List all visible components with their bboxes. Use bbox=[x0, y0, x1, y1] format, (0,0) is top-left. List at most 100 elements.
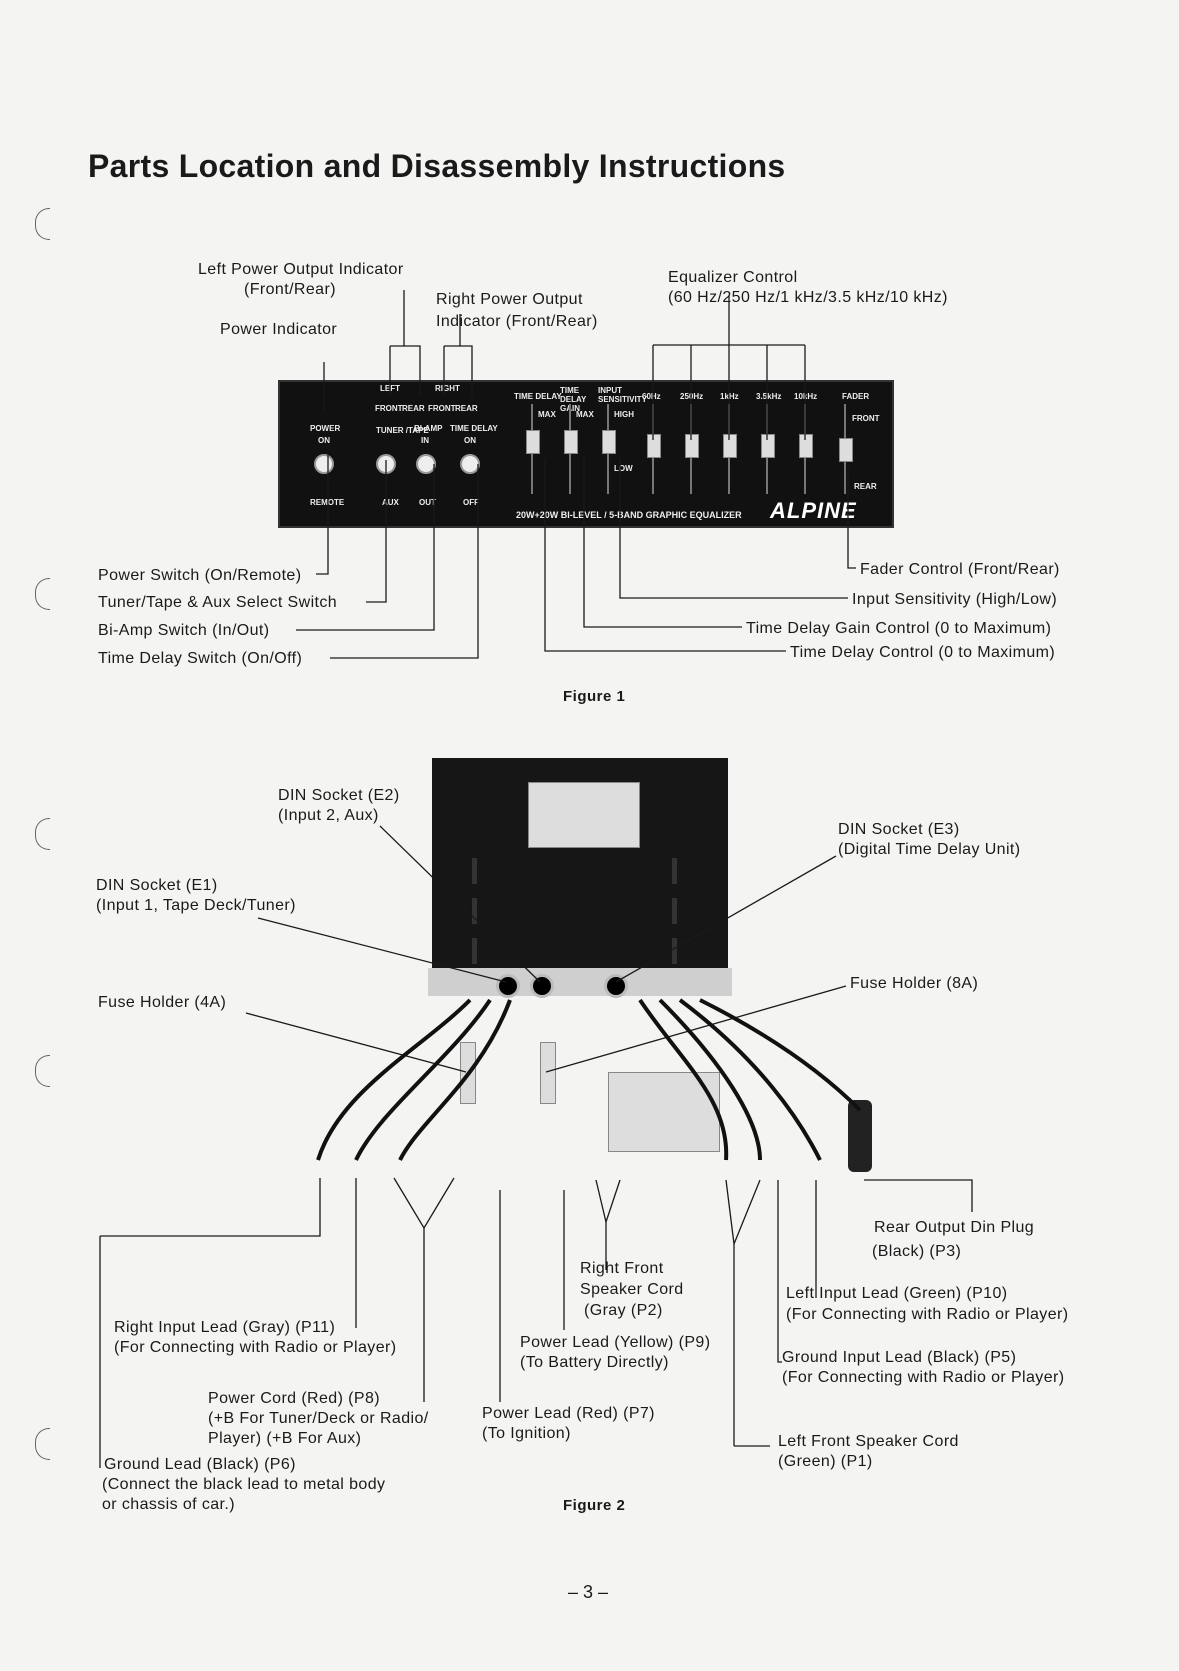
panel-label-power: POWER bbox=[310, 424, 341, 433]
label-ground-lead-3: or chassis of car.) bbox=[102, 1496, 235, 1513]
label-left-input-sub: (For Connecting with Radio or Player) bbox=[786, 1306, 1069, 1323]
input-sensitivity-switch[interactable] bbox=[602, 430, 616, 454]
label-din-e3-sub: (Digital Time Delay Unit) bbox=[838, 841, 1021, 858]
label-right-power-output: Right Power Output bbox=[436, 291, 583, 308]
label-left-input: Left Input Lead (Green) (P10) bbox=[786, 1285, 1008, 1302]
vent-slot bbox=[472, 858, 477, 884]
panel-label-in: IN bbox=[421, 436, 429, 445]
label-rear-output-sub: (Black) (P3) bbox=[872, 1243, 962, 1260]
eq-slider-60hz[interactable] bbox=[647, 434, 661, 458]
label-right-front-speaker-3: (Gray (P2) bbox=[584, 1302, 663, 1319]
panel-label-remote: REMOTE bbox=[310, 498, 345, 507]
panel-label-low: LOW bbox=[614, 464, 633, 473]
label-tuner-tape-switch: Tuner/Tape & Aux Select Switch bbox=[98, 594, 338, 611]
eq-slider-1khz[interactable] bbox=[723, 434, 737, 458]
panel-label-rear: REAR bbox=[455, 404, 478, 413]
time-delay-switch-knob[interactable] bbox=[460, 454, 480, 474]
panel-label-input-sens: INPUT SENSITIVITY bbox=[598, 386, 647, 404]
figure-2-caption: Figure 2 bbox=[563, 1497, 626, 1514]
panel-label-max: MAX bbox=[576, 410, 594, 419]
power-switch-knob[interactable] bbox=[314, 454, 334, 474]
label-ground-lead-2: (Connect the black lead to metal body bbox=[102, 1476, 386, 1493]
panel-label-td: TIME DELAY bbox=[514, 392, 562, 401]
label-power-cord: Power Cord (Red) (P8) bbox=[208, 1390, 381, 1407]
label-ground-input: Ground Input Lead (Black) (P5) bbox=[782, 1349, 1017, 1366]
page-number: – 3 – bbox=[568, 1582, 609, 1602]
panel-label-fader-rear: REAR bbox=[854, 482, 877, 491]
label-right-front-speaker: Right Front bbox=[580, 1260, 664, 1277]
time-delay-gain-slider[interactable] bbox=[564, 430, 578, 454]
label-fuse-4a: Fuse Holder (4A) bbox=[98, 994, 227, 1011]
label-power-lead-red: Power Lead (Red) (P7) bbox=[482, 1405, 655, 1422]
label-time-delay-gain: Time Delay Gain Control (0 to Maximum) bbox=[746, 620, 1052, 637]
bi-amp-switch-knob[interactable] bbox=[416, 454, 436, 474]
panel-label-bi-amp: BI-AMP bbox=[414, 424, 443, 433]
vent-slot bbox=[472, 938, 477, 964]
alpine-logo: ALPINE bbox=[770, 498, 857, 523]
panel-label-rear: REAR bbox=[402, 404, 425, 413]
label-power-lead-yellow-sub: (To Battery Directly) bbox=[520, 1354, 669, 1371]
vent-slot bbox=[472, 898, 477, 924]
panel-label-out: OUT bbox=[419, 498, 436, 507]
label-right-front-speaker-2: Speaker Cord bbox=[580, 1281, 684, 1298]
din-socket-e2[interactable] bbox=[530, 974, 554, 998]
label-left-power-output: Left Power Output Indicator bbox=[198, 261, 404, 278]
label-equalizer-control-sub: (60 Hz/250 Hz/1 kHz/3.5 kHz/10 kHz) bbox=[668, 289, 948, 306]
panel-model-text: 20W+20W BI-LEVEL / 5-BAND GRAPHIC EQUALI… bbox=[516, 510, 742, 520]
time-delay-slider[interactable] bbox=[526, 430, 540, 454]
label-power-switch: Power Switch (On/Remote) bbox=[98, 567, 302, 584]
label-bi-amp-switch: Bi-Amp Switch (In/Out) bbox=[98, 622, 270, 639]
label-right-input: Right Input Lead (Gray) (P11) bbox=[114, 1319, 336, 1336]
label-ground-lead: Ground Lead (Black) (P6) bbox=[104, 1456, 296, 1473]
din-socket-e1[interactable] bbox=[496, 974, 520, 998]
panel-label-fader-front: FRONT bbox=[852, 414, 880, 423]
amplifier-front-plate bbox=[428, 968, 732, 996]
label-din-e3: DIN Socket (E3) bbox=[838, 821, 960, 838]
label-din-e2: DIN Socket (E2) bbox=[278, 787, 400, 804]
panel-label-high: HIGH bbox=[614, 410, 634, 419]
panel-label-on: ON bbox=[464, 436, 476, 445]
label-fader-control: Fader Control (Front/Rear) bbox=[860, 561, 1060, 578]
label-right-power-output-sub: Indicator (Front/Rear) bbox=[436, 313, 598, 330]
label-time-delay-control: Time Delay Control (0 to Maximum) bbox=[790, 644, 1056, 661]
panel-label-off: OFF bbox=[463, 498, 479, 507]
eq-slider-250hz[interactable] bbox=[685, 434, 699, 458]
equalizer-front-panel: POWER ON REMOTE LEFT RIGHT FRONT REAR FR… bbox=[278, 380, 894, 528]
label-power-indicator: Power Indicator bbox=[220, 321, 338, 338]
figure-1-caption: Figure 1 bbox=[563, 688, 626, 705]
panel-label-eq-35k: 3.5kHz bbox=[756, 392, 782, 401]
vent-slot bbox=[672, 858, 677, 884]
label-din-e1: DIN Socket (E1) bbox=[96, 877, 218, 894]
vent-slot bbox=[672, 938, 677, 964]
panel-label-on: ON bbox=[318, 436, 330, 445]
label-din-e1-sub: (Input 1, Tape Deck/Tuner) bbox=[96, 897, 296, 914]
label-equalizer-control: Equalizer Control bbox=[668, 269, 798, 286]
label-rear-output: Rear Output Din Plug bbox=[874, 1219, 1035, 1236]
label-power-cord-2: (+B For Tuner/Deck or Radio/ bbox=[208, 1410, 429, 1427]
label-left-front-speaker-sub: (Green) (P1) bbox=[778, 1453, 873, 1470]
label-power-cord-3: Player) (+B For Aux) bbox=[208, 1430, 362, 1447]
label-fuse-8a: Fuse Holder (8A) bbox=[850, 975, 979, 992]
panel-label-right: RIGHT bbox=[435, 384, 460, 393]
label-right-input-sub: (For Connecting with Radio or Player) bbox=[114, 1339, 397, 1356]
page-title: Parts Location and Disassembly Instructi… bbox=[88, 148, 786, 184]
panel-label-fader: FADER bbox=[842, 392, 870, 401]
panel-label-front: FRONT bbox=[428, 404, 456, 413]
vent-slot bbox=[672, 898, 677, 924]
label-time-delay-switch: Time Delay Switch (On/Off) bbox=[98, 650, 303, 667]
label-input-sensitivity: Input Sensitivity (High/Low) bbox=[852, 591, 1058, 608]
amplifier-top-grille bbox=[528, 782, 640, 848]
label-left-power-output-sub: (Front/Rear) bbox=[244, 281, 336, 298]
panel-label-aux: AUX bbox=[382, 498, 399, 507]
label-din-e2-sub: (Input 2, Aux) bbox=[278, 807, 379, 824]
fader-slider[interactable] bbox=[839, 438, 853, 462]
eq-slider-10khz[interactable] bbox=[799, 434, 813, 458]
eq-slider-3-5khz[interactable] bbox=[761, 434, 775, 458]
label-left-front-speaker: Left Front Speaker Cord bbox=[778, 1433, 959, 1450]
panel-label-max: MAX bbox=[538, 410, 556, 419]
amplifier-unit bbox=[428, 758, 732, 996]
rear-output-din-plug bbox=[848, 1100, 872, 1172]
panel-label-tuner-tape: TUNER /TAPE bbox=[376, 426, 429, 435]
panel-label-time-delay: TIME DELAY bbox=[450, 424, 498, 433]
